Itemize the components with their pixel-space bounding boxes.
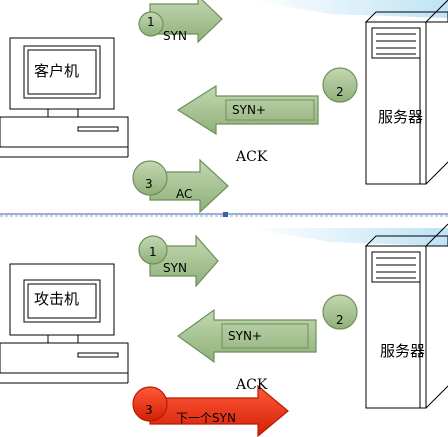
bottom-step2-number: 2 [336,313,344,327]
bottom-ack-label: ACK [236,377,268,393]
top-step3-number: 3 [145,177,153,191]
top-step1-number: 1 [147,15,155,29]
section-divider [0,212,448,217]
top-step2-number: 2 [336,85,344,99]
top-step1-text: SYN [163,29,187,43]
top-ack-arrow [132,158,229,214]
top-client-computer [0,37,129,158]
bottom-step1-number: 1 [149,245,157,259]
bottom-step1-text: SYN [163,261,187,275]
bottom-step2-text: SYN+ [228,329,262,343]
bottom-step3-text: 下一个SYN [176,411,236,425]
bottom-synack-arrow [176,294,358,364]
bottom-syn-arrow [138,234,219,288]
top-server [364,0,448,185]
top-sky-decoration [250,0,448,18]
bottom-server [364,223,448,409]
top-step3-text: AC [176,187,193,201]
top-syn-arrow [138,0,223,44]
bottom-server-label: 服务器 [380,342,426,360]
top-ack-label: ACK [236,149,268,165]
bottom-attacker-computer [0,263,129,384]
bottom-step3-number: 3 [145,403,153,417]
top-server-label: 服务器 [378,108,424,126]
top-step2-text: SYN+ [232,103,266,117]
bottom-next-syn-arrow [132,384,289,437]
bottom-sky-decoration [248,228,448,246]
top-synack-arrow [176,67,358,136]
top-client-label: 客户机 [34,62,80,80]
bottom-attacker-label: 攻击机 [34,290,80,308]
